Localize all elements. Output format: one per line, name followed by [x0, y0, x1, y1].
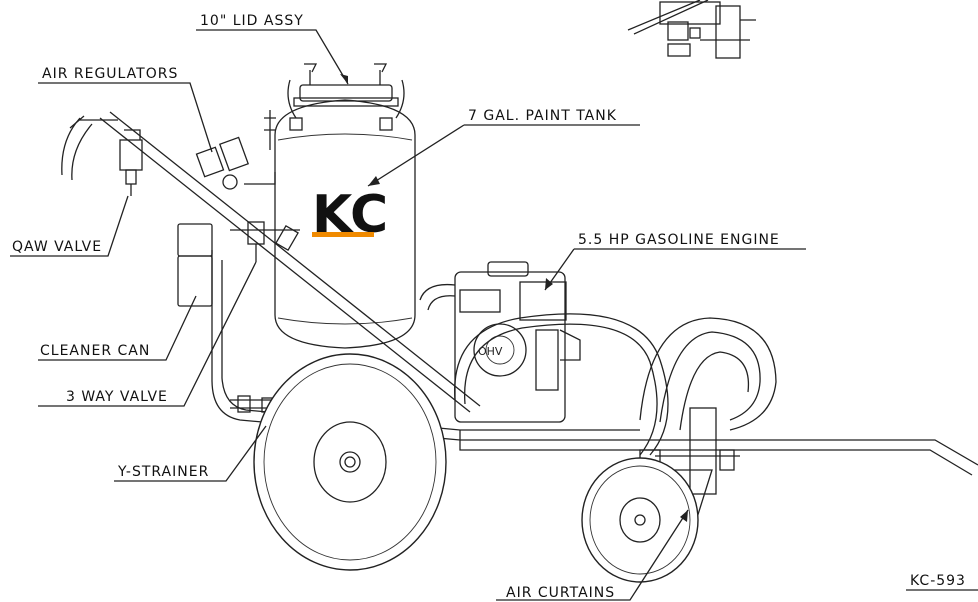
rear-wheel: [253, 353, 447, 571]
kc-logo-underline: [312, 232, 374, 237]
svg-text:5.5 HP GASOLINE ENGINE: 5.5 HP GASOLINE ENGINE: [578, 232, 780, 248]
three-way-valve: [230, 221, 300, 262]
hoses: [419, 283, 777, 456]
svg-text:Y-STRAINER: Y-STRAINER: [117, 464, 209, 480]
label-qaw-valve: QAW VALVE: [10, 195, 129, 257]
label-cleaner-can: CLEANER CAN: [38, 295, 197, 361]
label-engine: 5.5 HP GASOLINE ENGINE: [544, 232, 806, 291]
svg-text:CLEANER CAN: CLEANER CAN: [40, 343, 150, 359]
svg-text:7 GAL. PAINT TANK: 7 GAL. PAINT TANK: [468, 108, 617, 124]
kc-logo: KC: [312, 185, 388, 245]
cleaner-can: [177, 223, 213, 307]
svg-text:QAW VALVE: QAW VALVE: [12, 239, 102, 255]
lid-assembly: [264, 63, 405, 150]
svg-text:3 WAY VALVE: 3 WAY VALVE: [66, 389, 168, 405]
label-air-curtains: AIR CURTAINS: [496, 509, 689, 601]
qaw-valve: [119, 129, 143, 196]
drawing-number: KC-593: [906, 573, 978, 591]
label-lid-assy: 10" LID ASSY: [196, 13, 349, 85]
svg-text:OHV: OHV: [478, 345, 503, 358]
label-three-way-valve: 3 WAY VALVE: [38, 261, 257, 407]
paint-tank: [274, 99, 416, 349]
partial-detail-view: [627, 0, 756, 59]
svg-text:AIR CURTAINS: AIR CURTAINS: [506, 585, 615, 601]
air-regulators: [195, 136, 276, 190]
front-wheel: [581, 457, 699, 583]
handle-bar: [61, 111, 481, 413]
frame: [211, 250, 978, 476]
label-y-strainer: Y-STRAINER: [114, 425, 267, 482]
gasoline-engine: OHV: [454, 261, 581, 423]
label-air-regulators: AIR REGULATORS: [38, 66, 213, 153]
svg-text:10" LID ASSY: 10" LID ASSY: [200, 13, 304, 29]
label-paint-tank: 7 GAL. PAINT TANK: [367, 108, 640, 187]
svg-text:KC-593: KC-593: [910, 573, 966, 589]
svg-text:AIR REGULATORS: AIR REGULATORS: [42, 66, 178, 82]
